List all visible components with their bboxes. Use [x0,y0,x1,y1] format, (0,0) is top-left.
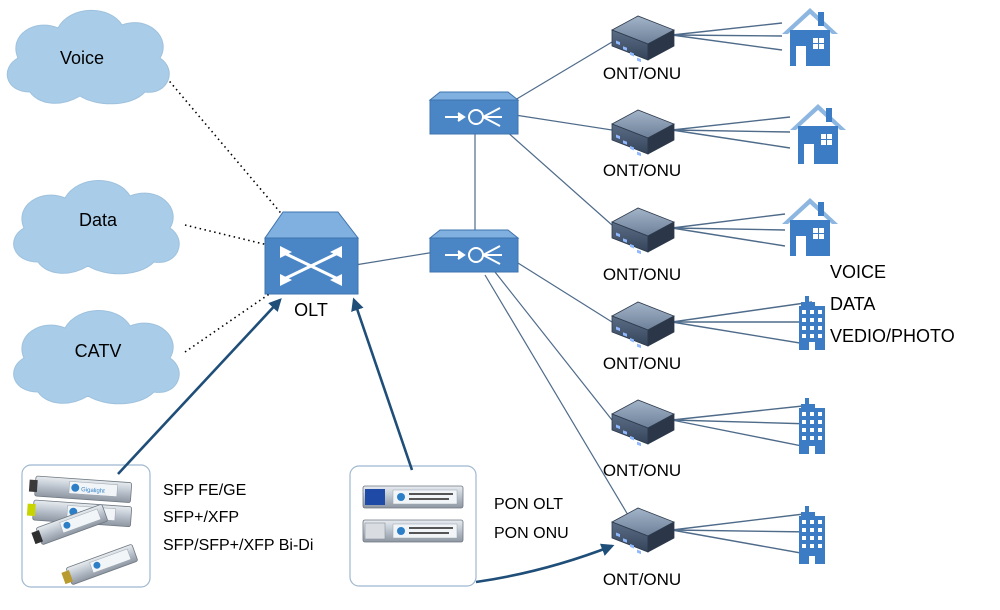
cloud-voice: Voice [6,9,170,105]
cloud-data: Data [13,180,180,275]
module-label: PON OLT [494,496,563,513]
sfp-module-image: Gigalight Gigalight [26,475,138,585]
service-video-photo: VEDIO/PHOTO [830,326,955,346]
service-voice: VOICE [830,262,886,282]
splitter-2 [428,229,520,273]
ont-device: ONT/ONU [603,507,681,589]
module-label: PON ONU [494,525,569,542]
module-box-pon [349,465,477,587]
cloud-data-label: Data [79,210,118,230]
ont-label: ONT/ONU [603,570,681,589]
ont-device: ONT/ONU [603,301,681,373]
voice-link [159,69,286,219]
house-icon [782,8,838,66]
cloud-catv: CATV [13,310,180,405]
service-data: DATA [830,294,875,314]
ont-device: ONT/ONU [603,207,681,284]
olt-label: OLT [294,300,328,320]
module-box-pon-labels: PON OLT PON ONU [494,496,569,542]
service-links [671,22,813,556]
cloud-links [159,69,286,353]
building-icon [799,296,825,350]
module-box-sfp-labels: SFP FE/GE SFP+/XFP SFP/SFP+/XFP Bi-Di [163,482,313,554]
building-icon [799,398,825,454]
splitter-icon [445,107,502,127]
cloud-voice-label: Voice [60,48,104,68]
pon-olt-arrow [351,297,414,471]
house-icon [790,104,846,164]
module-label: SFP+/XFP [163,509,239,526]
ont-device: ONT/ONU [603,15,681,83]
ont-label: ONT/ONU [603,265,681,284]
module-arrows [117,297,615,584]
splitter-1 [428,91,520,135]
data-link [184,224,273,247]
ont-device: ONT/ONU [603,399,681,480]
splitter-icon [445,245,502,265]
ont-device: ONT/ONU [603,109,681,180]
service-labels: VOICE DATA VEDIO/PHOTO [830,262,955,346]
module-box-sfp: Gigalight Gigalight [21,464,151,588]
switch-arrows-icon [280,246,342,286]
ont-label: ONT/ONU [603,354,681,373]
ont-label: ONT/ONU [603,64,681,83]
pon-module-image [362,485,464,543]
building-icon [799,506,825,564]
sfp-to-olt-arrow [117,298,282,475]
olt-device: OLT [264,211,360,320]
pon-onu-arrow [475,543,615,584]
module-label: SFP FE/GE [163,482,246,499]
house-icon [782,198,838,256]
module-brand-text: Gigalight [81,487,105,495]
cloud-catv-label: CATV [75,341,122,361]
fiber-links [354,41,629,516]
ont-label: ONT/ONU [603,461,681,480]
ont-label: ONT/ONU [603,161,681,180]
module-label: SFP/SFP+/XFP Bi-Di [163,537,313,554]
catv-link [184,287,279,353]
